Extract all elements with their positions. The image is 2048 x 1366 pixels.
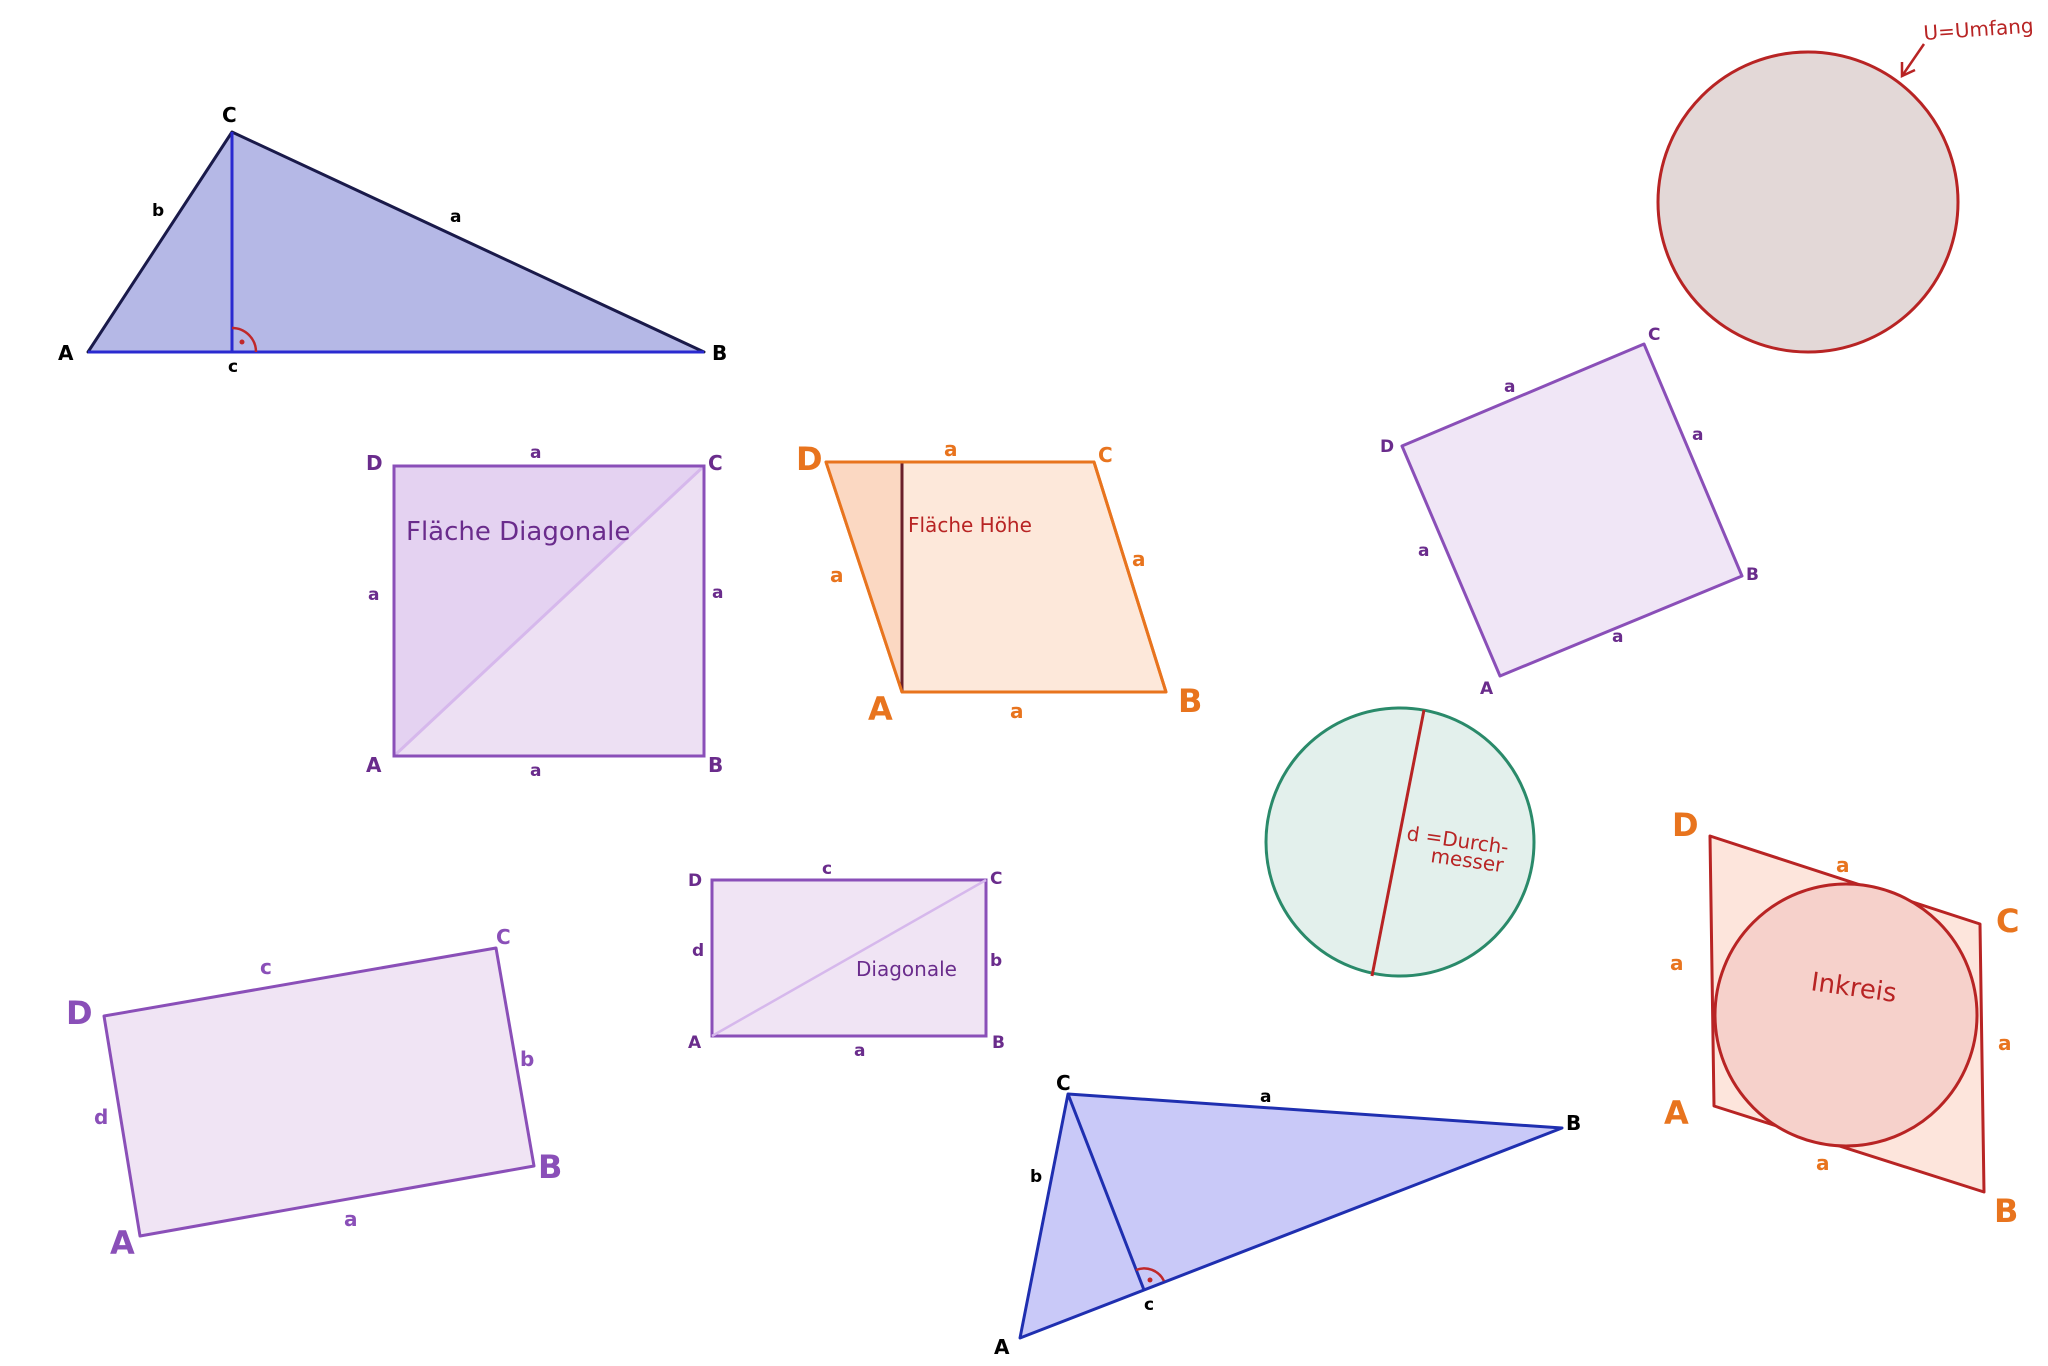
rectangle-small-vertex-b: B	[992, 1033, 1005, 1053]
circle-perimeter: U=Umfang	[1656, 13, 2035, 354]
triangle-top-right-angle-mark	[231, 326, 258, 353]
rectangle-small-side-bottom: a	[854, 1041, 865, 1061]
rectangle-small-diagonal	[711, 878, 987, 1038]
rhombus-incircle-circle	[1713, 882, 1979, 1148]
triangle-top-shape	[86, 130, 706, 354]
rhombus-orange-outline	[824, 460, 1168, 694]
rectangle-tilted-vertex-c: C	[496, 925, 511, 949]
triangle-top-vertex-c: C	[222, 103, 237, 127]
triangle-top-vertex-b: B	[712, 341, 727, 365]
triangle-bottom-vertex-c: C	[1056, 1071, 1071, 1095]
rectangle-tilted-side-right: b	[520, 1047, 534, 1071]
triangle-top-side-c: c	[228, 357, 238, 377]
rectangle-tilted-vertex-b: B	[538, 1148, 562, 1186]
rhombus-orange-vertex-a: A	[868, 690, 893, 728]
rhombus-orange-side-top: a	[944, 437, 958, 461]
circle-diameter-line	[1370, 709, 1426, 977]
triangle-top-side-a: a	[450, 207, 461, 227]
rhombus-incircle-vertex-d: D	[1672, 806, 1699, 844]
rotated-square-vertex-a: A	[1480, 679, 1494, 699]
triangle-top: A B C a b c	[58, 103, 727, 377]
rectangle-tilted-side-left: d	[94, 1105, 108, 1129]
rhombus-incircle-side-right: a	[1998, 1031, 2012, 1055]
rectangle-small-side-top: c	[822, 859, 832, 879]
rectangle-tilted-vertex-a: A	[110, 1224, 135, 1262]
triangle-bottom-side-c: c	[1144, 1295, 1154, 1315]
square-vertex-c: C	[708, 451, 723, 475]
rectangle-small: A B C D c a d b Diagonale	[688, 859, 1005, 1061]
square-diagonal-line	[392, 464, 706, 758]
square-outline	[392, 464, 706, 758]
rectangle-tilted-shape	[102, 946, 536, 1238]
rhombus-orange-vertex-c: C	[1098, 443, 1113, 467]
rectangle-small-side-right: b	[990, 951, 1002, 971]
triangle-bottom-side-a: a	[1260, 1087, 1271, 1107]
rectangle-small-vertex-c: C	[990, 869, 1002, 889]
rectangle-tilted-side-bottom: a	[344, 1207, 358, 1231]
square-diagonal: A B C D a a a a Fläche Diagonale	[366, 443, 723, 781]
rectangle-tilted-side-top: c	[260, 955, 272, 979]
rectangle-tilted-vertex-d: D	[66, 994, 93, 1032]
square-side-left: a	[368, 585, 379, 605]
rotated-square-side-bottom: a	[1612, 627, 1623, 647]
rectangle-small-vertex-a: A	[688, 1033, 702, 1053]
rotated-square: A B C D a a a a	[1380, 325, 1759, 699]
rhombus-orange-side-left: a	[830, 563, 844, 587]
rhombus-incircle-side-top: a	[1836, 853, 1850, 877]
rhombus-orange-vertex-d: D	[796, 440, 823, 478]
triangle-bottom-shape	[1018, 1092, 1564, 1340]
rotated-square-vertex-c: C	[1648, 325, 1660, 345]
rotated-square-vertex-d: D	[1380, 437, 1394, 457]
square-vertex-d: D	[366, 451, 383, 475]
triangle-bottom: A B C a b c	[994, 1071, 1581, 1359]
triangle-top-side-b: b	[152, 201, 164, 221]
square-note: Fläche Diagonale	[406, 517, 630, 547]
square-side-top: a	[530, 443, 541, 463]
triangle-bottom-right-angle-mark	[1135, 1267, 1166, 1282]
rectangle-small-note: Diagonale	[856, 957, 957, 981]
circle-perimeter-arrow-head	[1900, 62, 1916, 78]
triangle-bottom-height	[1066, 1093, 1146, 1291]
circle-diameter-shape	[1264, 706, 1536, 978]
rhombus-incircle: A B C D a a a a Inkreis	[1664, 806, 2019, 1230]
rotated-square-shape	[1400, 342, 1744, 678]
rotated-square-side-top: a	[1504, 377, 1515, 397]
rhombus-orange-side-bottom: a	[1010, 699, 1024, 723]
circle-diameter: d =Durch- messer	[1264, 706, 1536, 978]
circle-perimeter-note: U=Umfang	[1923, 13, 2035, 45]
rhombus-incircle-vertex-c: C	[1996, 902, 2019, 940]
rhombus-incircle-vertex-b: B	[1994, 1192, 2018, 1230]
circle-perimeter-arrow-line	[1900, 43, 1926, 77]
rotated-square-side-right: a	[1692, 425, 1703, 445]
square-vertex-a: A	[366, 753, 382, 777]
rotated-square-side-left: a	[1418, 541, 1429, 561]
rectangle-small-side-left: d	[692, 941, 704, 961]
rhombus-orange-side-right: a	[1132, 547, 1146, 571]
triangle-bottom-right-angle-dot	[1147, 1277, 1153, 1283]
triangle-top-right-angle-dot	[239, 339, 245, 345]
rhombus-incircle-vertex-a: A	[1664, 1094, 1689, 1132]
triangle-bottom-vertex-a: A	[994, 1335, 1010, 1359]
rectangle-small-vertex-d: D	[688, 871, 702, 891]
square-side-bottom: a	[530, 761, 541, 781]
circle-perimeter-shape	[1656, 50, 1960, 354]
rhombus-orange: A B C D a a a a Fläche Höhe	[796, 437, 1202, 728]
rotated-square-vertex-b: B	[1746, 565, 1759, 585]
square-side-right: a	[712, 583, 723, 603]
square-vertex-b: B	[708, 753, 723, 777]
triangle-bottom-vertex-b: B	[1566, 1111, 1581, 1135]
triangle-bottom-side-b: b	[1030, 1167, 1042, 1187]
rhombus-incircle-side-bottom: a	[1816, 1151, 1830, 1175]
rectangle-tilted: A B C D c a d b	[66, 925, 562, 1262]
triangle-top-vertex-a: A	[58, 341, 74, 365]
rhombus-orange-note: Fläche Höhe	[908, 513, 1032, 537]
rhombus-orange-vertex-b: B	[1178, 682, 1202, 720]
rhombus-incircle-side-left: a	[1670, 951, 1684, 975]
